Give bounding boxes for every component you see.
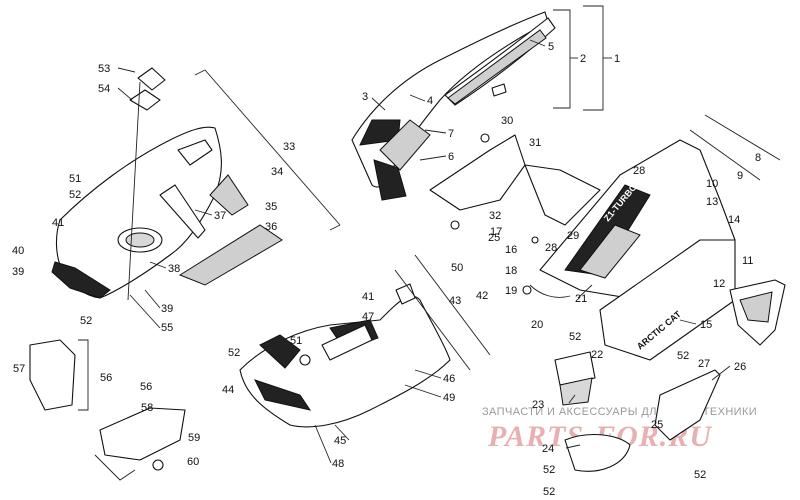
callout-52: 52 [69, 189, 81, 201]
callout-6: 6 [448, 151, 454, 163]
callout-36: 36 [265, 221, 277, 233]
callout-42: 42 [476, 290, 488, 302]
callout-7: 7 [448, 128, 454, 140]
callout-20: 20 [531, 319, 543, 331]
callout-52: 52 [228, 347, 240, 359]
callout-57: 57 [13, 363, 25, 375]
callout-12: 12 [713, 278, 725, 290]
callout-labels: 1 2 3 4 5 6 7 8 9 10 11 12 13 14 15 16 1… [12, 41, 761, 498]
callout-33: 33 [283, 141, 295, 153]
callout-45: 45 [334, 435, 346, 447]
callout-8: 8 [755, 152, 761, 164]
callout-14: 14 [728, 214, 740, 226]
callout-56: 56 [140, 381, 152, 393]
callout-50: 50 [451, 262, 463, 274]
callout-56: 56 [100, 372, 112, 384]
callout-37: 37 [214, 210, 226, 222]
callout-27: 27 [698, 358, 710, 370]
callout-59: 59 [188, 432, 200, 444]
callout-55: 55 [161, 322, 173, 334]
callout-51: 51 [69, 173, 81, 185]
callout-10: 10 [706, 178, 718, 190]
callout-60: 60 [187, 456, 199, 468]
callout-9: 9 [737, 170, 743, 182]
callout-52: 52 [569, 331, 581, 343]
callout-13: 13 [706, 196, 718, 208]
callout-41: 41 [52, 217, 64, 229]
callout-39: 39 [161, 303, 173, 315]
callout-39: 39 [12, 266, 24, 278]
callout-2: 2 [580, 53, 586, 65]
callout-24: 24 [542, 443, 554, 455]
small-hardware [522, 236, 631, 472]
callout-49: 49 [443, 392, 455, 404]
callout-46: 46 [443, 373, 455, 385]
side-panel-assembly: Z1-TURBO ARCTIC CAT [539, 139, 786, 441]
callout-32: 32 [489, 210, 501, 222]
callout-31: 31 [529, 137, 541, 149]
callout-22: 22 [591, 349, 603, 361]
callout-21: 21 [575, 293, 587, 305]
callout-25: 25 [651, 419, 663, 431]
callout-52: 52 [543, 486, 555, 498]
callout-54: 54 [98, 83, 110, 95]
callout-52: 52 [694, 469, 706, 481]
callout-3: 3 [362, 91, 368, 103]
callout-38: 38 [168, 263, 180, 275]
callout-52: 52 [80, 315, 92, 327]
callout-26: 26 [734, 361, 746, 373]
hood-assembly [51, 67, 283, 301]
callout-29: 29 [567, 230, 579, 242]
callout-1: 1 [614, 53, 620, 65]
callout-52: 52 [543, 464, 555, 476]
callout-5: 5 [548, 41, 554, 53]
callout-4: 4 [427, 95, 433, 107]
callout-47: 47 [362, 311, 374, 323]
callout-44: 44 [222, 384, 234, 396]
callout-43: 43 [449, 295, 461, 307]
bracket-2 [553, 9, 571, 109]
callout-23: 23 [532, 399, 544, 411]
callout-17: 17 [490, 226, 502, 238]
callout-48: 48 [332, 458, 344, 470]
callout-41: 41 [362, 291, 374, 303]
callout-19: 19 [505, 285, 517, 297]
callout-15: 15 [700, 319, 712, 331]
callout-18: 18 [505, 265, 517, 277]
callout-25: 25 [488, 232, 500, 244]
callout-51: 51 [290, 335, 302, 347]
callout-28: 28 [545, 242, 557, 254]
lower-left-parts [29, 339, 186, 481]
callout-30: 30 [501, 115, 513, 127]
callout-52: 52 [677, 350, 689, 362]
callout-35: 35 [265, 201, 277, 213]
callout-28: 28 [633, 165, 645, 177]
windshield-assembly [351, 11, 556, 201]
callout-40: 40 [12, 245, 24, 257]
watermark-tagline: ЗАПЧАСТИ И АКСЕССУАРЫ ДЛЯ МОТОТЕХНИКИ [482, 406, 757, 418]
vent-duct-assembly [429, 133, 601, 230]
callout-53: 53 [98, 63, 110, 75]
belly-pan-assembly [239, 283, 451, 428]
callout-58: 58 [141, 402, 153, 414]
leader-lines [117, 39, 731, 464]
callout-34: 34 [271, 166, 283, 178]
callout-16: 16 [505, 244, 517, 256]
callout-11: 11 [742, 255, 753, 267]
